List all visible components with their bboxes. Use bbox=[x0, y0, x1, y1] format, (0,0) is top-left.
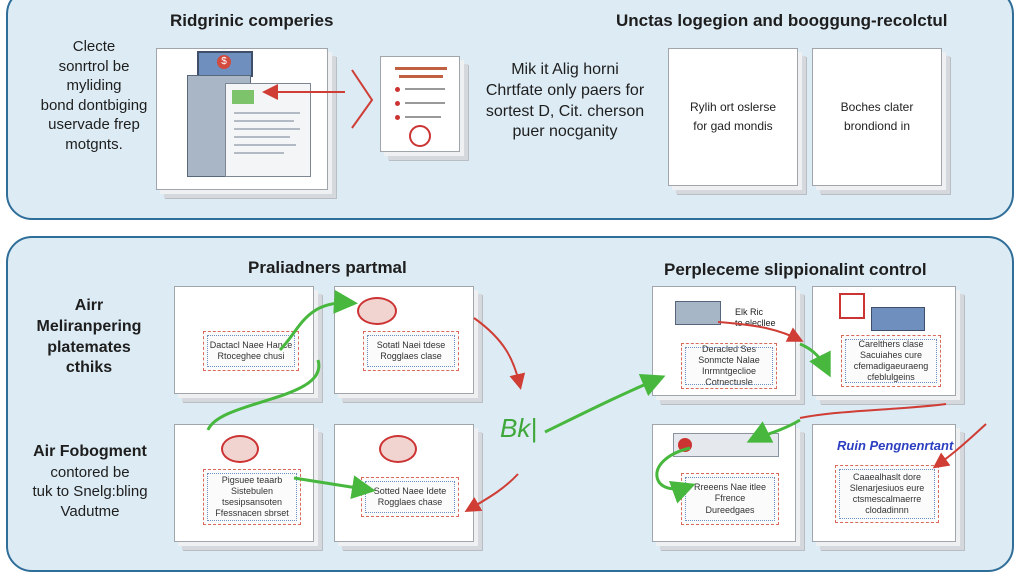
process-card-5: Elk Ric to elecllee Deracled Ses Sonmcte… bbox=[652, 286, 796, 396]
top-middle-text: Mik it Alig horni Chrtfate only paers fo… bbox=[470, 60, 660, 143]
card-7-line: Dureedgaes bbox=[705, 504, 755, 515]
document-b-line: brondiond in bbox=[843, 119, 911, 133]
card-5-line: Deracled Ses bbox=[701, 343, 756, 354]
card-5-tag-line: Elk Ric bbox=[735, 307, 764, 317]
document-a: Rylih ort oslerse for gad mondis bbox=[668, 48, 798, 186]
top-left-line: sonrtrol be bbox=[58, 57, 130, 75]
top-left-line: Clecte bbox=[72, 38, 116, 55]
stamp-icon bbox=[357, 297, 397, 325]
seal-icon bbox=[839, 293, 865, 319]
card-4-line: Rogglaes chase bbox=[377, 497, 443, 507]
card-1-line: Dactacl Naee Hance bbox=[209, 339, 293, 350]
bottom-side-b: Air Fobogment contored be tuk to Snelg:b… bbox=[10, 442, 170, 521]
top-left-line: motgnts. bbox=[65, 135, 123, 153]
card-3-line: Ffessnacen sbrset bbox=[215, 508, 289, 519]
side-a-line: Meliranpering bbox=[36, 317, 142, 335]
card-8-line: Slenarjesiuos eure bbox=[849, 482, 925, 493]
run-label: Ruin Pengnenrtant bbox=[837, 438, 954, 453]
card-6-line: cfemadigaeuraeng bbox=[853, 361, 929, 371]
red-arrow bbox=[464, 473, 519, 513]
card-5-line: Sonmcte Nalae bbox=[698, 354, 760, 365]
top-left-title: Ridgrinic comperies bbox=[170, 11, 334, 30]
checklist-card bbox=[380, 56, 460, 152]
side-b-line: Vadutme bbox=[60, 502, 120, 520]
side-a-line: platemates bbox=[47, 338, 131, 356]
green-arrow bbox=[544, 373, 666, 434]
green-arrow bbox=[206, 359, 321, 431]
card-8-line: Caaealhaslt dore bbox=[852, 471, 922, 482]
red-chevron bbox=[351, 69, 374, 129]
card-3-line: Pigsuee teaarb bbox=[221, 474, 283, 485]
card-8-line: ctsmescalmaerre bbox=[852, 494, 922, 504]
red-arrow bbox=[717, 321, 804, 342]
process-card-7: Rreeens Nae itlee Ffrence Dureedgaes bbox=[652, 424, 796, 542]
top-left-line: myliding bbox=[66, 77, 122, 94]
process-card-6: Carelthers clase Sacuiahes cure cfemadig… bbox=[812, 286, 956, 396]
side-a-line: cthiks bbox=[65, 359, 113, 377]
card-2-line: Rogglaes clase bbox=[380, 351, 442, 361]
top-left-line: bond dontbiging bbox=[40, 96, 148, 114]
device-icon bbox=[675, 301, 721, 325]
screen-icon bbox=[871, 307, 925, 331]
top-left-text: Clecte sonrtrol be myliding bond dontbig… bbox=[14, 37, 174, 154]
green-arrow bbox=[799, 342, 831, 378]
process-card-8: Ruin Pengnenrtant Caaealhaslt dore Slena… bbox=[812, 424, 956, 542]
stamp-icon bbox=[221, 435, 259, 463]
monitor-icon: $ bbox=[197, 51, 253, 77]
stamp-icon bbox=[379, 435, 417, 463]
card-6-line: Sacuiahes cure bbox=[859, 349, 923, 360]
side-b-line: contored be bbox=[50, 463, 130, 481]
bottom-left-title: Praliadners partmal bbox=[248, 258, 407, 277]
top-right-title: Unctas logegion and booggung-recolctul bbox=[616, 11, 948, 30]
side-a-line: Airr bbox=[74, 297, 104, 314]
document-b-line: Boches clater bbox=[840, 99, 914, 114]
bug-icon: $ bbox=[217, 55, 231, 69]
top-middle-line: Chrtfate only paers for bbox=[485, 81, 645, 99]
card-5-tag-line: to elecllee bbox=[735, 318, 776, 329]
center-label: Bk| bbox=[500, 413, 538, 443]
red-arrow bbox=[932, 423, 987, 469]
process-card-3: Pigsuee teaarb Sistebulen tsesipsansoten… bbox=[174, 424, 314, 542]
card-1-line: Rtoceghee chusi bbox=[217, 351, 285, 361]
card-6-line: cfeblulgeins bbox=[867, 372, 915, 383]
card-7-line: Rreeens Nae itlee bbox=[693, 482, 767, 493]
document-a-line: for gad mondis bbox=[693, 119, 773, 133]
card-7-line: Ffrence bbox=[714, 493, 746, 504]
green-arrow bbox=[293, 475, 376, 500]
side-b-line: tuk to Snelg:bling bbox=[32, 483, 148, 501]
green-arrow bbox=[746, 418, 801, 443]
card-4-line: Sotted Naee Idete bbox=[373, 485, 447, 496]
card-6-line: Carelthers clase bbox=[858, 338, 924, 349]
chart-icon bbox=[232, 90, 254, 104]
bottom-right-title: Perpleceme slippionalint control bbox=[664, 260, 927, 279]
green-arrow bbox=[655, 446, 696, 504]
card-3-line: Sistebulen bbox=[230, 485, 273, 496]
red-arrow bbox=[799, 403, 947, 419]
document-a-line: Rylih ort oslerse bbox=[689, 99, 777, 114]
document-b: Boches clater brondiond in bbox=[812, 48, 942, 186]
card-5-line: Inrmntgeclioe bbox=[701, 366, 756, 376]
top-middle-line: puer nocganity bbox=[512, 123, 618, 141]
card-2-line: Sotatl Naei tdese bbox=[376, 339, 446, 350]
seal-icon bbox=[409, 125, 431, 147]
green-arrow bbox=[278, 289, 358, 352]
card-5-line: Cotnectusle bbox=[705, 377, 753, 388]
bottom-side-a: Airr Meliranpering platemates cthiks bbox=[14, 296, 164, 379]
top-middle-line: sortest D, Cit. cherson bbox=[485, 102, 645, 120]
card-8-line: clodadinnn bbox=[865, 505, 909, 516]
side-b-line: Air Fobogment bbox=[33, 443, 147, 460]
card-3-line: tsesipsansoten bbox=[221, 497, 283, 507]
red-arrow bbox=[473, 317, 526, 390]
top-left-line: uservade frep bbox=[48, 116, 140, 133]
top-middle-line: Mik it Alig horni bbox=[511, 61, 619, 78]
